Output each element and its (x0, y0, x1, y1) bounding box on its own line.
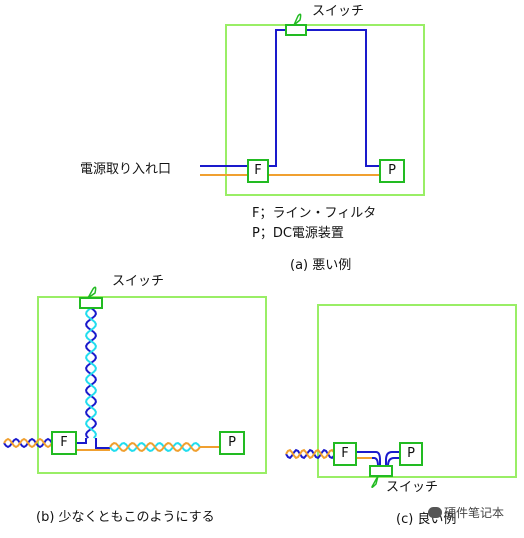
diagram-c (285, 304, 517, 488)
line-filter-box-b (51, 431, 77, 455)
legend-line-filter: F；ライン・フィルタ (252, 206, 377, 221)
inlet-twist-c-b (285, 448, 335, 460)
chassis-frame-a (225, 24, 425, 196)
box-p-label-a: P (388, 163, 396, 178)
dc-supply-box-a (379, 159, 405, 183)
orange-link-b (76, 446, 220, 451)
line-filter-box-c (333, 442, 357, 466)
chassis-frame-b (37, 296, 267, 474)
chassis-frame-c (317, 304, 517, 478)
wechat-bubble-icon (428, 507, 442, 518)
caption-c: (c) 良い例 (396, 512, 457, 527)
line-filter-box-a (247, 159, 269, 183)
switch-twist-b-b (85, 307, 97, 439)
caption-b: (b) 少なくともこのようにする (36, 510, 215, 525)
power-inlet-label: 電源取り入れ口 (80, 162, 172, 177)
diagram-b (3, 286, 267, 474)
diagram-a (200, 13, 425, 196)
legend-dc-supply: P；DC電源装置 (252, 226, 344, 241)
wire-blue-a (200, 29, 380, 167)
dc-supply-box-b (219, 431, 245, 455)
caption-a: (a) 悪い例 (290, 258, 352, 273)
switch-link-b (76, 438, 110, 449)
box-p-label-b: P (228, 435, 236, 450)
inlet-twist-c-a (285, 448, 335, 460)
switch-b (79, 297, 103, 309)
watermark-text: 硬件笔记本 (444, 506, 505, 520)
inlet-twist-b-b (3, 437, 53, 449)
box-p-label-c: P (407, 446, 415, 461)
switch-lever-c (371, 475, 379, 488)
switch-c (369, 465, 393, 477)
switch-lever-a (293, 13, 302, 26)
box-f-label-a: F (254, 163, 262, 178)
dc-supply-box-c (399, 442, 423, 466)
switch-lever-b (87, 286, 97, 299)
box-f-label-c: F (341, 446, 349, 461)
switch-label-a: スイッチ (312, 4, 365, 19)
switch-a (285, 24, 307, 36)
switch-label-b: スイッチ (112, 274, 165, 289)
load-twist-b-b (109, 442, 201, 452)
watermark: 硬件笔记本 (428, 505, 504, 521)
wire-links-c (356, 451, 400, 467)
box-f-label-b: F (60, 435, 68, 450)
switch-label-c: スイッチ (386, 480, 439, 495)
